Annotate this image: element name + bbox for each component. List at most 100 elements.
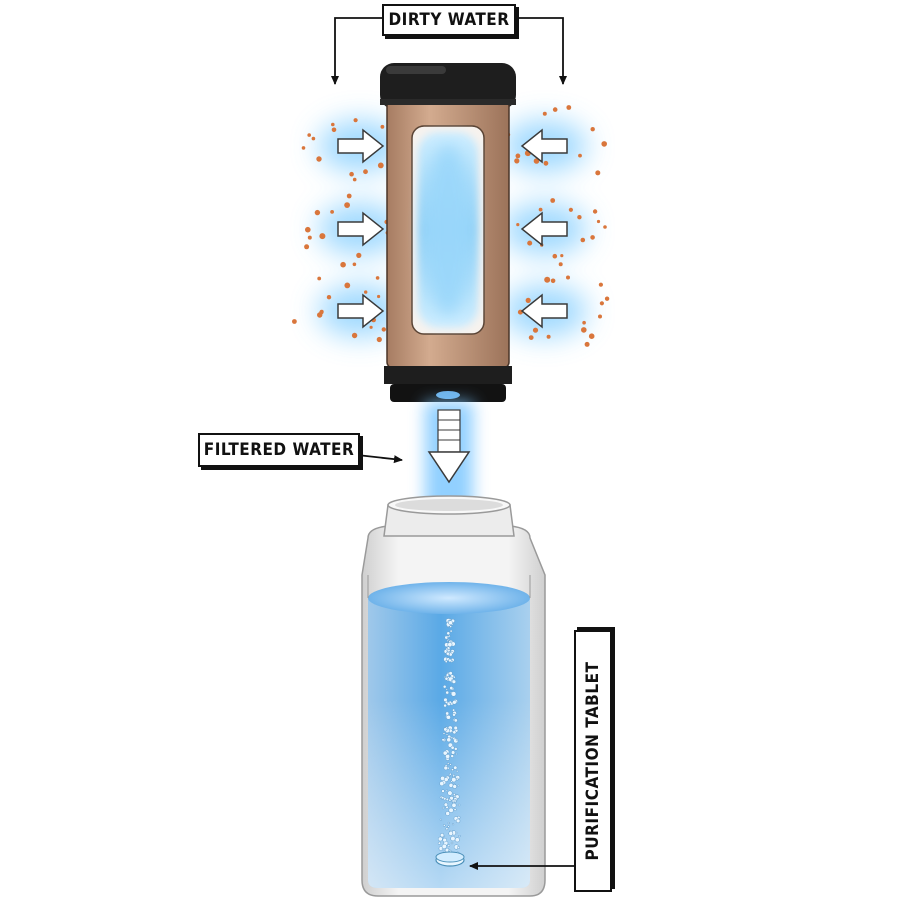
filter-top-cap xyxy=(380,63,516,109)
bubble xyxy=(437,836,443,842)
bubble xyxy=(443,802,449,807)
bubble xyxy=(449,629,453,633)
dirt-particle xyxy=(552,107,558,112)
bubble xyxy=(452,708,456,712)
bubble xyxy=(441,789,445,793)
dirt-particle xyxy=(546,334,551,339)
bubble xyxy=(445,688,448,691)
bubble xyxy=(445,711,450,716)
dirt-particles xyxy=(292,105,610,347)
bubble xyxy=(444,700,449,704)
dirty-water-pointers xyxy=(331,17,567,85)
bubble xyxy=(448,620,453,626)
dirt-particle xyxy=(590,127,595,132)
dirt-particle xyxy=(542,111,547,116)
bubble xyxy=(449,686,454,691)
bubble xyxy=(453,718,458,723)
bubble xyxy=(443,777,449,782)
bubble xyxy=(443,824,446,827)
bubble xyxy=(446,714,451,720)
dirt-particle xyxy=(351,332,358,339)
dirt-particle xyxy=(301,146,306,150)
dirt-particle xyxy=(319,310,324,315)
dirt-particle xyxy=(582,320,586,325)
bubble xyxy=(457,803,461,807)
bubble xyxy=(443,765,449,771)
bubble xyxy=(457,784,460,787)
dirt-particle xyxy=(307,235,312,240)
bubble xyxy=(451,777,457,783)
dirt-particle xyxy=(584,341,590,347)
bubble xyxy=(452,730,457,735)
dirt-particle xyxy=(601,141,607,147)
dirt-particle xyxy=(377,162,384,169)
dirt-particle xyxy=(590,235,595,240)
dirt-particle xyxy=(560,254,564,258)
dirt-particle xyxy=(598,314,602,319)
dirt-particle xyxy=(550,278,556,284)
bubble xyxy=(449,763,452,766)
bubble xyxy=(448,772,452,776)
dirt-particle xyxy=(566,275,570,280)
bubble xyxy=(454,747,458,751)
bubble xyxy=(452,784,457,789)
bubble xyxy=(439,818,442,821)
dirt-particle xyxy=(558,262,563,267)
bubble xyxy=(452,700,457,705)
dirt-particle xyxy=(578,153,582,158)
bubble xyxy=(450,691,457,697)
dirt-particle xyxy=(344,282,351,289)
bubble xyxy=(452,774,456,777)
dirt-particle xyxy=(566,105,572,110)
bubble xyxy=(445,690,450,695)
dirt-particle xyxy=(319,233,326,240)
bubble xyxy=(442,732,446,735)
bubble xyxy=(448,798,452,802)
bubble xyxy=(451,768,454,772)
dirt-particle xyxy=(527,240,533,246)
bubble xyxy=(448,700,452,704)
inflow-arrow-right-2 xyxy=(520,211,568,247)
dirt-particle xyxy=(516,223,520,227)
purification-tablet-disc xyxy=(435,851,465,867)
bubble xyxy=(450,836,456,842)
dirt-particle xyxy=(363,169,368,175)
dirt-particle xyxy=(380,124,385,129)
dirt-particle xyxy=(307,133,312,137)
inflow-arrow-left-1 xyxy=(337,128,385,164)
bubble xyxy=(453,808,457,812)
dirt-particle xyxy=(305,226,311,233)
bubble xyxy=(447,642,453,648)
dirt-particle xyxy=(596,219,601,224)
bubble xyxy=(452,793,456,796)
bubble xyxy=(445,673,450,677)
dirty-water-label: DIRTY WATER xyxy=(382,4,516,36)
dirt-particle xyxy=(581,327,587,333)
bubble xyxy=(445,827,449,831)
bubble xyxy=(439,833,445,838)
dirt-particle xyxy=(532,327,539,333)
bubble xyxy=(443,727,448,732)
bubble xyxy=(445,789,448,792)
bubble xyxy=(453,725,458,731)
bubble xyxy=(445,797,449,801)
bubble xyxy=(446,631,451,636)
bubble xyxy=(451,802,457,808)
dirt-particle xyxy=(377,294,381,299)
bubble xyxy=(455,777,459,781)
bubble xyxy=(446,651,450,656)
dirt-particle xyxy=(528,335,534,340)
bubble xyxy=(442,837,447,843)
water-surface xyxy=(368,582,530,614)
dirt-particle xyxy=(604,296,610,301)
dirt-particle xyxy=(326,295,332,300)
dirt-particle xyxy=(538,207,543,212)
dirt-particle xyxy=(316,156,322,162)
dirt-particle xyxy=(515,153,521,159)
bubble xyxy=(450,745,455,750)
bubble xyxy=(445,811,451,816)
dirt-particle xyxy=(314,209,321,216)
bubble xyxy=(455,738,458,741)
bubble xyxy=(443,703,447,708)
dirt-particle xyxy=(346,193,352,199)
